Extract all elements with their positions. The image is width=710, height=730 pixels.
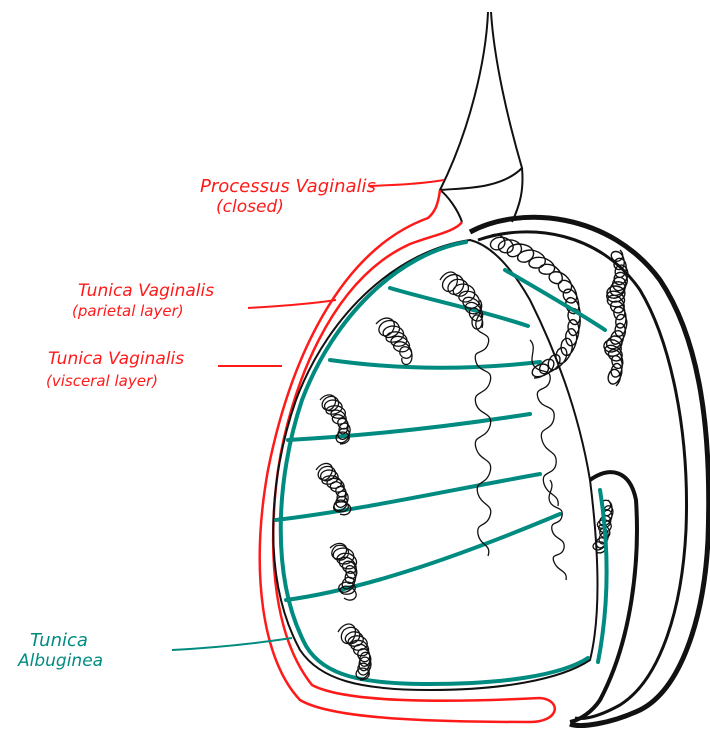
visceral-layer-sublabel: (visceral layer) [46, 372, 158, 390]
parietal-layer-sublabel: (parietal layer) [72, 302, 184, 320]
albuginea-sublabel: Albuginea [17, 651, 103, 671]
parietal-layer-leader [248, 300, 336, 308]
parietal-layer-label: Tunica Vaginalis [78, 281, 214, 301]
albuginea-label: Tunica [30, 630, 88, 651]
leader-lines [172, 180, 444, 650]
labels: Processus Vaginalis (closed) Tunica Vagi… [17, 176, 376, 671]
processus-vaginalis-sublabel: (closed) [216, 197, 284, 217]
spermatic-cord [440, 12, 523, 222]
processus-vaginalis-label: Processus Vaginalis [200, 176, 376, 197]
processus-vaginalis-leader [370, 180, 444, 186]
visceral-layer-label: Tunica Vaginalis [48, 349, 184, 369]
albuginea-leader [172, 638, 292, 650]
